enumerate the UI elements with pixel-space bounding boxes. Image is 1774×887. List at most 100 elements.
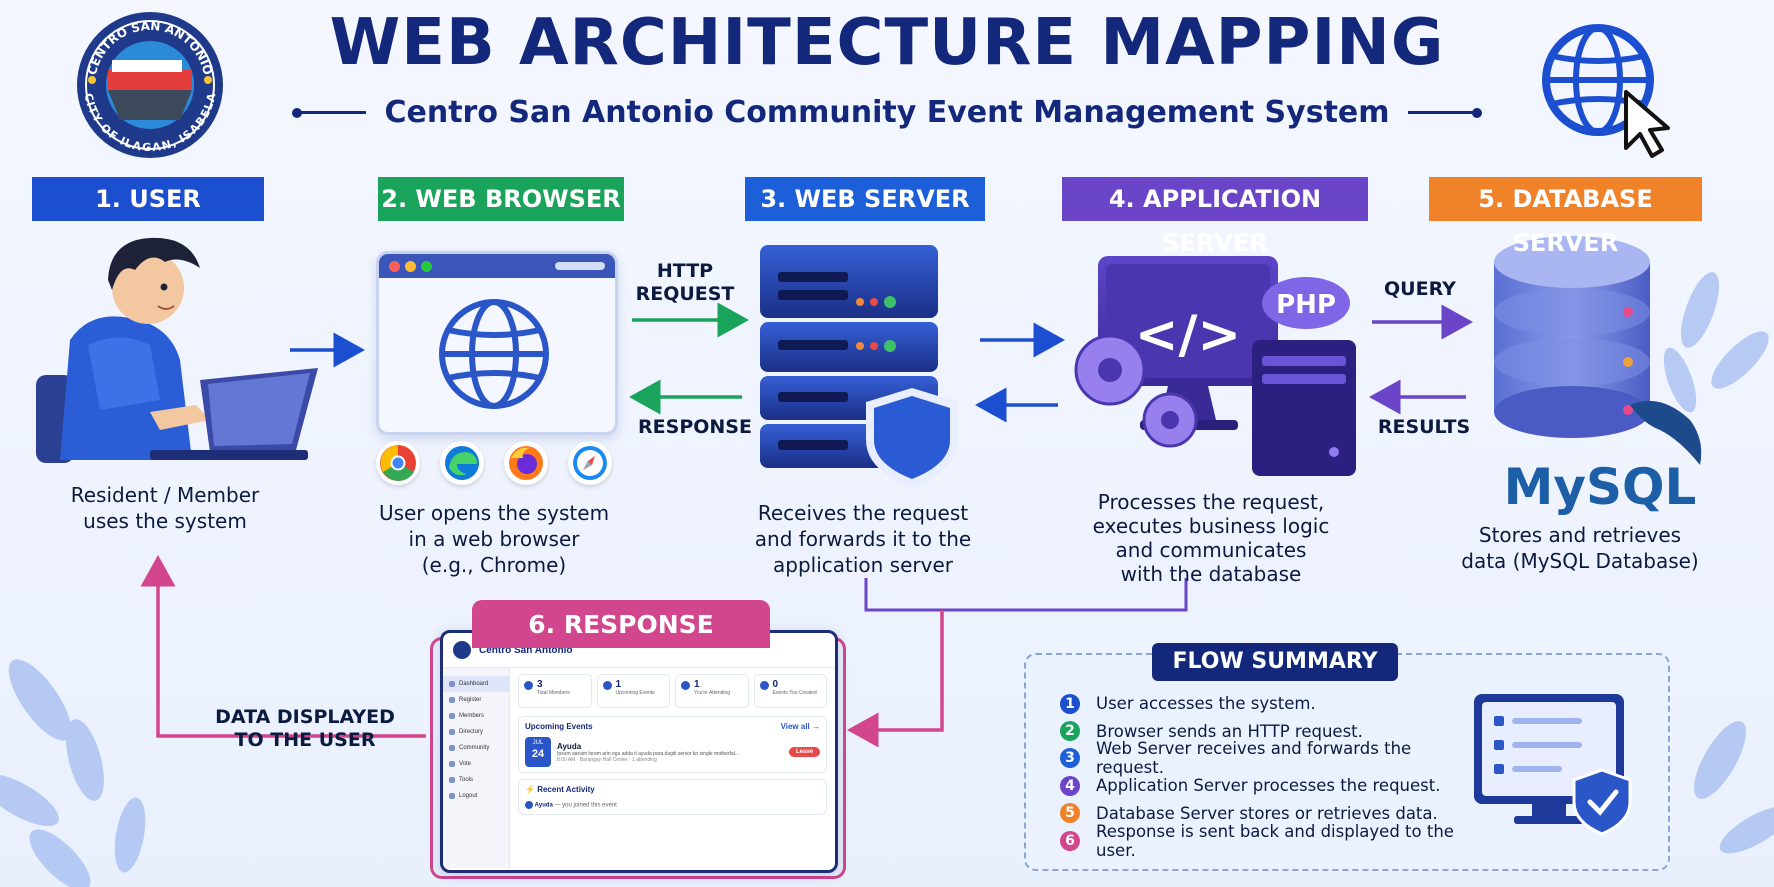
subtitle-rule-left — [292, 107, 367, 118]
step-header-user: 1. USER — [32, 177, 264, 221]
view-all-link[interactable]: View all → — [780, 722, 820, 731]
label-http-request-line: REQUEST — [635, 283, 735, 305]
leaf-decoration-left — [0, 659, 146, 887]
safari-icon — [568, 441, 612, 485]
nav-item-icon — [449, 713, 455, 719]
mysql-dolphin-icon — [1630, 400, 1702, 465]
label-http-request-line: HTTP — [656, 260, 714, 282]
flow-step-text: Browser sends an HTTP request. — [1096, 721, 1363, 741]
caption-app-server-line: with the database — [1120, 562, 1302, 586]
dashboard-nav-item[interactable]: Tools — [443, 772, 509, 788]
flow-summary-item: 4 Application Server processes the reques… — [1060, 772, 1480, 799]
event-day: 24 — [531, 748, 545, 760]
flow-step-text: Application Server processes the request… — [1096, 776, 1441, 796]
flow-step-number: 2 — [1060, 721, 1080, 742]
dashboard-nav-item[interactable]: Members — [443, 708, 509, 724]
recent-activity-title: Recent Activity — [537, 785, 595, 794]
step-header-web-server: 3. WEB SERVER — [745, 177, 985, 221]
page-title: WEB ARCHITECTURE MAPPING — [329, 6, 1445, 80]
flow-step-text: Response is sent back and displayed to t… — [1096, 821, 1454, 860]
nav-item-label: Tools — [459, 777, 474, 783]
upcoming-events-title: Upcoming Events — [525, 722, 593, 731]
leaf-decoration-right — [1663, 272, 1774, 854]
arrow-to-response — [847, 610, 944, 748]
recent-activity-card: ⚡ Recent Activity Ayuda — you joined thi… — [518, 779, 827, 815]
flow-step-number: 4 — [1060, 775, 1080, 796]
label-http-request: HTTP REQUEST — [630, 260, 740, 306]
flow-summary-title: FLOW SUMMARY — [1152, 643, 1398, 681]
dashboard-nav-item[interactable]: Vote — [443, 756, 509, 772]
event-description: Ipsum aseam lorem arin egu adda ti ayuda… — [557, 750, 740, 757]
stat-value: 1 — [615, 679, 622, 690]
database-cylinder-illustration: MySQL — [1494, 236, 1702, 516]
web-server-rack-illustration — [760, 245, 958, 488]
user-at-laptop-illustration — [36, 237, 318, 463]
caption-database-line: Stores and retrieves — [1478, 523, 1682, 547]
browser-titlebar — [379, 254, 615, 278]
stat-value: 0 — [772, 679, 779, 690]
dashboard-site-name: Centro San Antonio — [479, 644, 573, 656]
dashboard-topbar: Centro San Antonio — [443, 633, 835, 668]
globe-icon — [439, 299, 549, 409]
arrow-data-displayed — [140, 555, 426, 738]
globe-cursor-icon — [1542, 24, 1670, 158]
arrow-merge-bracket — [864, 578, 1188, 612]
nav-item-icon — [449, 777, 455, 783]
dashboard-nav-item[interactable]: Logout — [443, 788, 509, 804]
caption-user: Resident / Member uses the system — [50, 482, 280, 534]
nav-item-icon — [449, 761, 455, 767]
nav-item-label: Vote — [459, 761, 472, 767]
mysql-logo-text: MySQL — [1504, 458, 1697, 516]
activity-text: — you joined this event — [554, 802, 617, 809]
flow-step-text: Web Server receives and forwards the req… — [1096, 739, 1412, 778]
response-header: 6. RESPONSE — [472, 600, 770, 648]
stat-icon — [681, 681, 690, 690]
stat-label: Total Members — [537, 690, 570, 696]
caption-browser: User opens the system in a web browser (… — [370, 500, 618, 578]
page-subtitle: Centro San Antonio Community Event Manag… — [384, 95, 1390, 130]
caption-web-server-line: application server — [773, 553, 953, 577]
event-month: JUL — [532, 740, 544, 746]
caption-user-line: Resident / Member — [70, 483, 260, 507]
stat-value: 3 — [537, 679, 543, 690]
event-date-badge: JUL 24 — [525, 737, 551, 767]
stat-label: You're Attending — [694, 690, 731, 696]
dashboard-nav-item[interactable]: Community — [443, 740, 509, 756]
browser-logos-row — [376, 441, 612, 485]
step-header-browser: 2. WEB BROWSER — [378, 177, 624, 221]
caption-app-server-line: executes business logic — [1092, 514, 1330, 538]
caption-database-line: data (MySQL Database) — [1461, 549, 1699, 573]
caption-user-line: uses the system — [83, 509, 247, 533]
application-server-illustration: </> PHP — [1074, 256, 1356, 476]
step-header-database: 5. DATABASE SERVER — [1429, 177, 1702, 257]
nav-item-label: Directory — [459, 729, 484, 735]
nav-item-icon — [449, 745, 455, 751]
dashboard-nav-item[interactable]: Dashboard — [443, 676, 509, 692]
activity-row: Ayuda — you joined this event — [525, 801, 820, 809]
caption-app-server-line: and communicates — [1115, 538, 1307, 562]
stat-icon — [524, 681, 533, 690]
caption-web-server: Receives the request and forwards it to … — [738, 500, 988, 578]
event-row[interactable]: JUL 24 Ayuda Ipsum aseam lorem arin egu … — [525, 737, 820, 767]
nav-item-icon — [449, 681, 455, 687]
dashboard-nav-item[interactable]: Directory — [443, 724, 509, 740]
caption-browser-line: (e.g., Chrome) — [421, 553, 567, 577]
step-header-app-server: 4. APPLICATION SERVER — [1062, 177, 1368, 257]
caption-database: Stores and retrieves data (MySQL Databas… — [1456, 522, 1704, 574]
dashboard-nav-item[interactable]: Register — [443, 692, 509, 708]
upcoming-events-card: Upcoming Events View all → JUL 24 Ayuda … — [518, 716, 827, 773]
label-data-displayed: DATA DISPLAYED TO THE USER — [200, 706, 410, 752]
caption-web-server-line: Receives the request — [757, 501, 969, 525]
chrome-icon — [376, 441, 420, 485]
flow-step-number: 5 — [1060, 803, 1080, 824]
leave-event-button[interactable]: Leave — [788, 747, 820, 757]
firefox-icon — [504, 441, 548, 485]
